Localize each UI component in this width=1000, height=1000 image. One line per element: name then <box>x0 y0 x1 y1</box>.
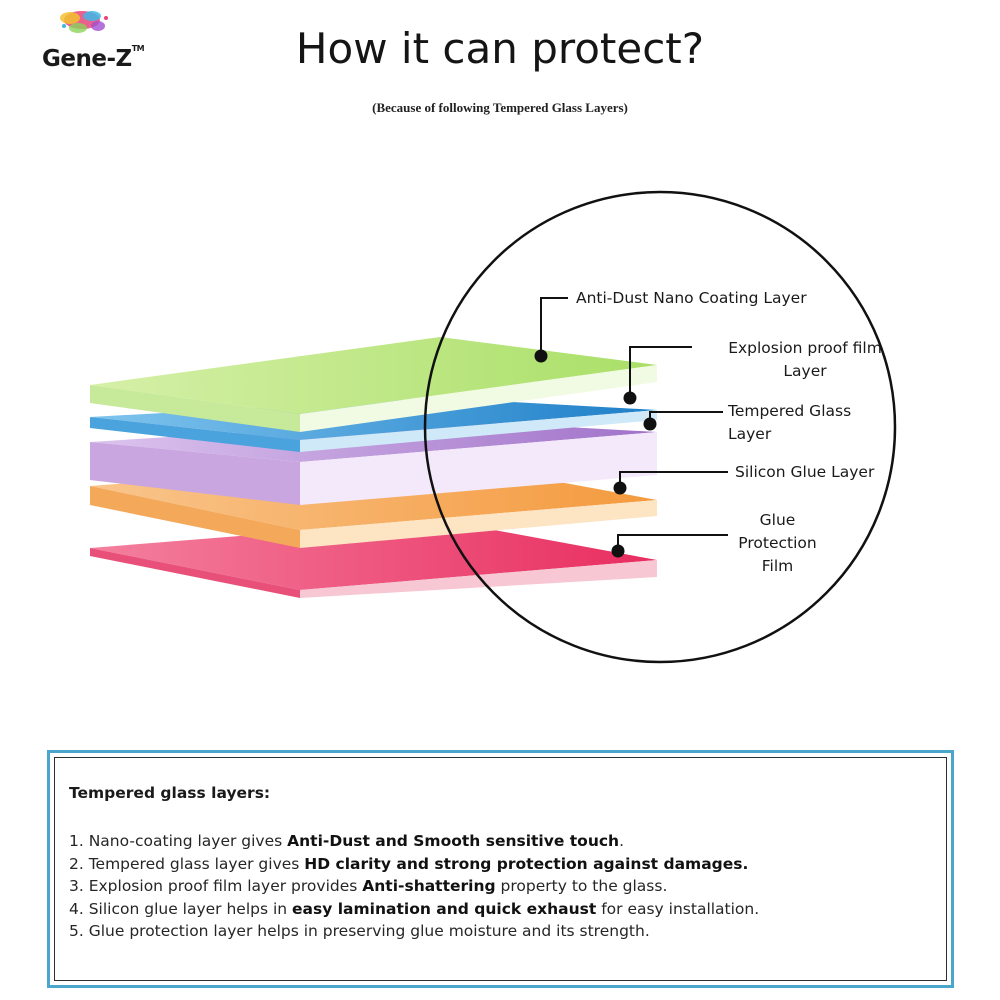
callout-dot-tempered <box>643 417 657 431</box>
logo-name: Gene-Z <box>42 46 132 72</box>
label-anti-dust: Anti-Dust Nano Coating Layer <box>576 289 807 307</box>
callout-dot-glue <box>611 544 625 558</box>
list-item: 2. Tempered glass layer gives HD clarity… <box>69 853 759 876</box>
item-text: 3. Explosion proof film layer provides <box>69 877 363 895</box>
info-box: Tempered glass layers: 1. Nano-coating l… <box>47 750 954 988</box>
logo-splash-icon <box>60 11 108 33</box>
label-tempered-glass: Tempered Glass Layer <box>728 400 900 446</box>
layer-anti-dust <box>90 337 657 432</box>
page-title: How it can protect? <box>295 24 705 73</box>
label-glue-line3: Film <box>761 557 794 575</box>
label-tempered-line2: Layer <box>728 425 772 443</box>
logo-tm: TM <box>131 44 145 53</box>
magnifier-circle <box>423 190 897 664</box>
item-text-after: property to the glass. <box>495 877 668 895</box>
list-item: 4. Silicon glue layer helps in easy lami… <box>69 898 759 921</box>
label-glue-line1: Glue <box>759 511 796 529</box>
label-tempered-line1: Tempered Glass <box>728 402 852 420</box>
item-text-after: for easy installation. <box>596 899 760 918</box>
item-bold: easy lamination and quick exhaust <box>292 899 597 918</box>
item-text-after: . <box>619 832 625 850</box>
item-bold: Anti-Dust and Smooth sensitive touch <box>287 832 620 850</box>
list-item: 3. Explosion proof film layer provides A… <box>69 875 759 898</box>
layer-diagram <box>90 190 897 664</box>
label-silicon-glue: Silicon Glue Layer <box>735 463 875 481</box>
info-box-inner: Tempered glass layers: 1. Nano-coating l… <box>54 757 947 981</box>
callout-dot-anti-dust <box>534 349 548 363</box>
page-subtitle: (Because of following Tempered Glass Lay… <box>372 100 628 115</box>
label-glue-protection: Glue Protection Film <box>735 509 820 578</box>
label-explosion-line1: Explosion proof film <box>728 339 882 357</box>
callout-dot-explosion <box>623 391 637 405</box>
brand-logo: Gene-ZTM <box>20 8 150 72</box>
item-bold: Anti-shattering <box>362 877 496 895</box>
item-text: 4. Silicon glue layer helps in <box>69 899 293 918</box>
info-list: 1. Nano-coating layer gives Anti-Dust an… <box>69 830 759 943</box>
label-explosion-proof: Explosion proof film Layer <box>700 337 910 383</box>
item-text: 5. Glue protection layer helps in preser… <box>69 922 650 940</box>
layer-glue-protection <box>90 520 657 598</box>
logo-wordmark: Gene-ZTM <box>42 44 145 72</box>
item-text: 1. Nano-coating layer gives <box>69 832 288 850</box>
item-bold: HD clarity and strong protection against… <box>304 854 749 873</box>
list-item: 5. Glue protection layer helps in preser… <box>69 920 759 943</box>
list-item: 1. Nano-coating layer gives Anti-Dust an… <box>69 830 759 853</box>
item-text: 2. Tempered glass layer gives <box>69 854 305 873</box>
info-heading: Tempered glass layers: <box>69 784 271 802</box>
label-explosion-line2: Layer <box>783 362 827 380</box>
callout-dot-silicon <box>613 481 627 495</box>
label-glue-line2: Protection <box>738 534 817 552</box>
